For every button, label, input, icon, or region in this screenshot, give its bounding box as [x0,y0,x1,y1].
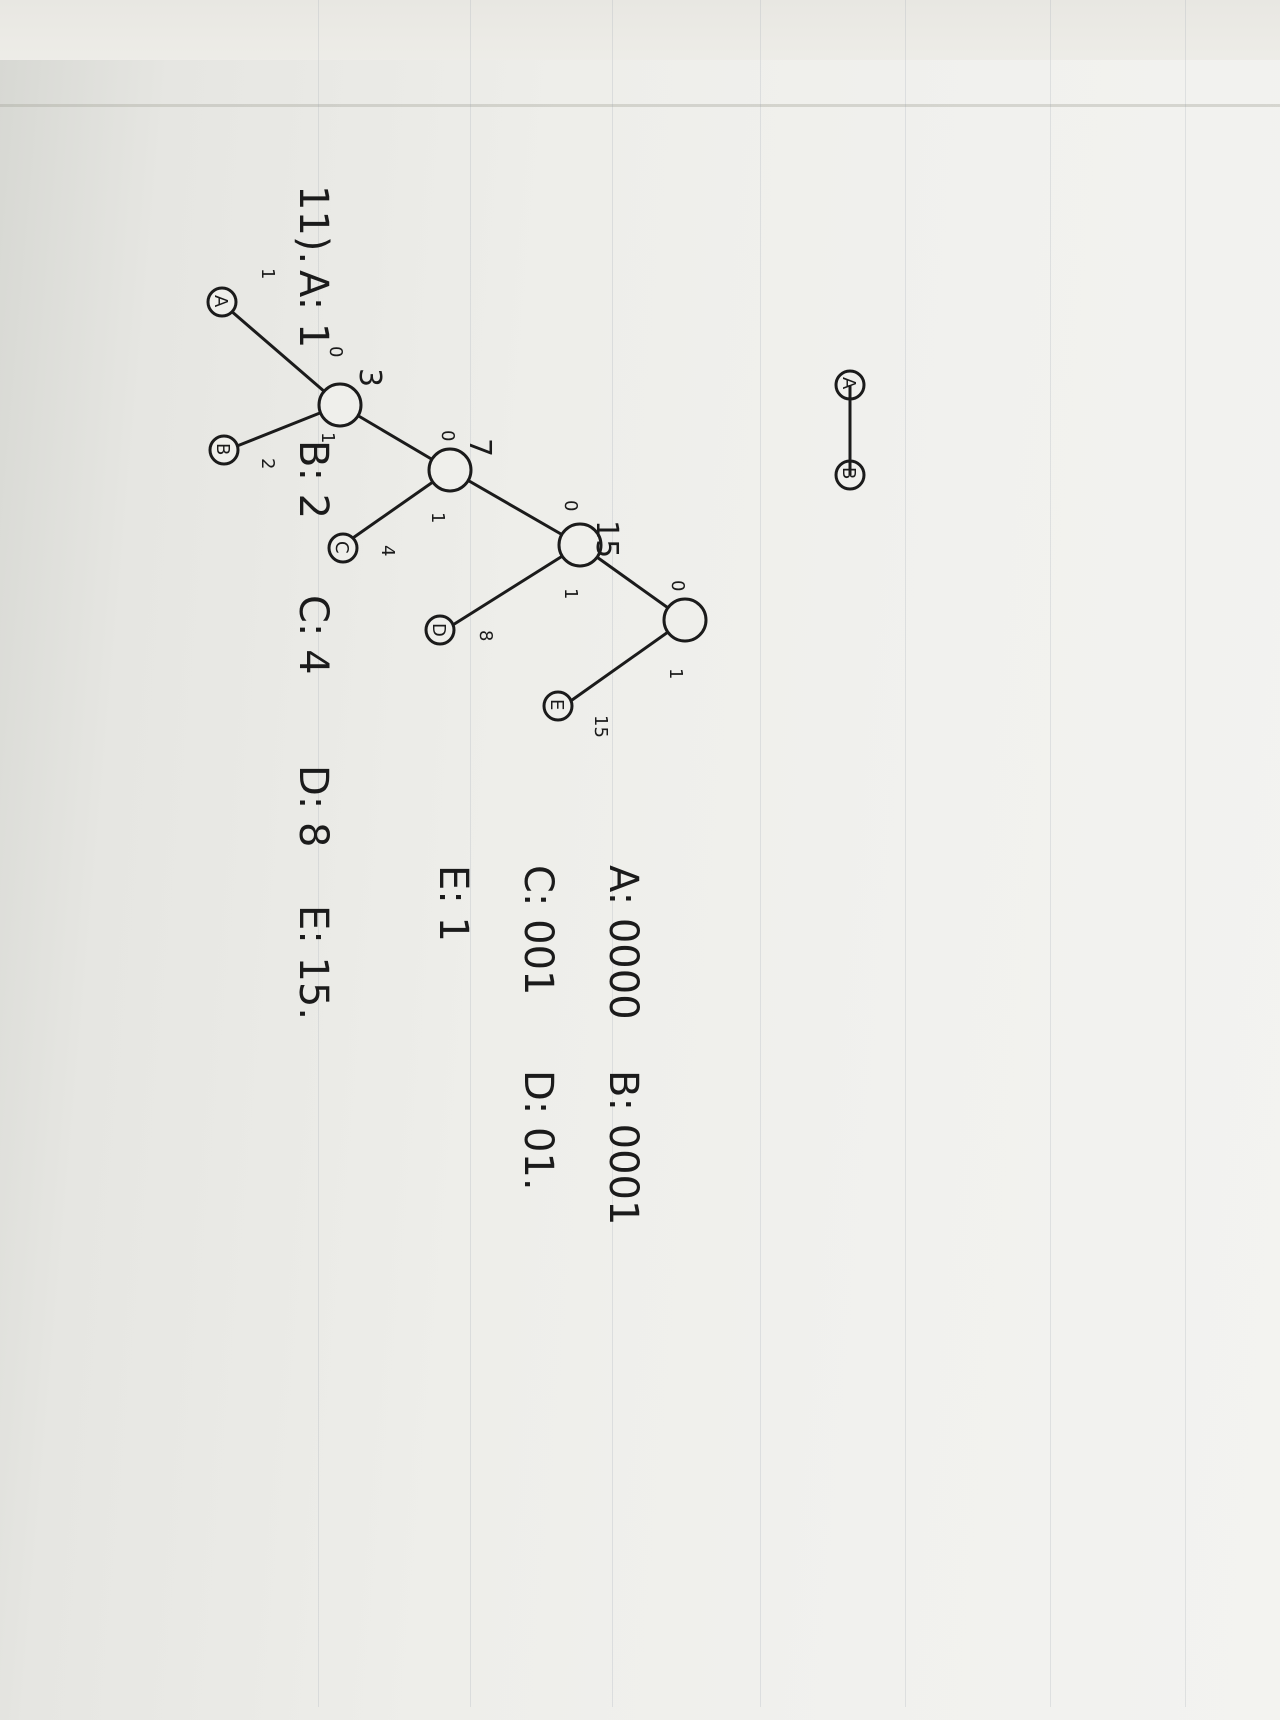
edge-bit: 1 [665,668,686,679]
code-a: A: 0000 [600,865,646,1020]
weights-line: 11). A: 1 B: 2 C: 4 D: 8 E: 15. [290,185,336,1020]
root-node [662,597,708,643]
code-e: E: 1 [430,865,476,942]
leaf-a: A [210,295,231,308]
edge-bit: 0 [667,580,688,591]
sketch-label-b: B [838,467,859,479]
node-15 [557,522,603,568]
weight-a: A: 1 [290,270,336,348]
huffman-tree: 3 7 15 A B C D E 1 2 4 8 15 0 1 0 1 0 [206,268,708,738]
weight-b: B: 2 [290,440,336,519]
edge-bit: 1 [317,432,338,443]
leaf-b: B [212,443,233,455]
sketch-label-a: A [838,377,859,390]
ab-sketch: A B [834,369,866,491]
code-c: C: 001 [515,865,561,995]
question-label: 11). [290,185,336,264]
leaf-d: D [428,623,449,637]
edge-bit: 1 [427,512,448,523]
code-table: A: 0000 B: 0001 C: 001 D: 01. E: 1 [430,865,646,1225]
weight-c: C: 4 [290,595,336,675]
leaf-weight-c: 4 [377,545,398,556]
leaf-weight-d: 8 [475,630,496,641]
weight-d: D: 8 [290,765,336,847]
node-7 [427,447,473,493]
leaf-weight-a: 1 [257,268,278,279]
sheet-edge [0,104,1280,107]
code-d: D: 01. [515,1070,561,1191]
weight-e: E: 15. [290,905,336,1020]
node-weight-15: 15 [589,520,624,558]
leaf-e: E [546,699,567,710]
code-b: B: 0001 [600,1070,646,1225]
edge-bit: 0 [325,346,346,357]
leaf-weight-b: 2 [257,458,278,469]
node-weight-7: 7 [462,438,497,457]
node-weight-3: 3 [352,368,387,387]
edge-bit: 0 [560,500,581,511]
edge-bit: 0 [437,430,458,441]
paper-sheet [0,60,1280,1720]
leaf-c: C [331,541,352,554]
node-3 [317,382,363,428]
edge-bit: 1 [560,588,581,599]
leaf-weight-e: 15 [590,715,611,738]
